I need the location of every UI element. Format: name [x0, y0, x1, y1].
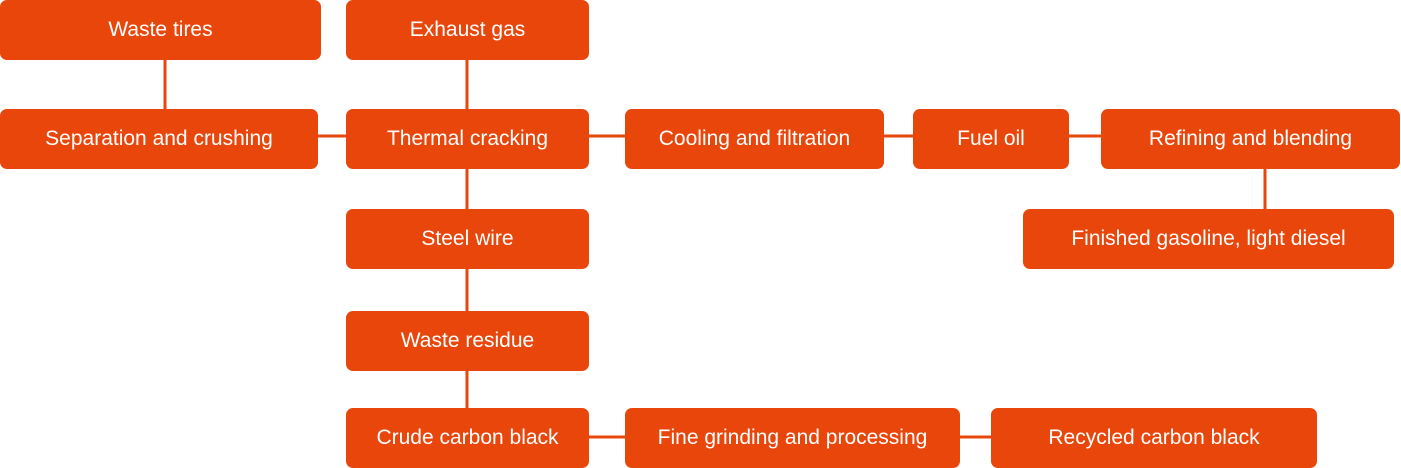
node-cooling-and-filtration: Cooling and filtration — [625, 109, 884, 169]
node-recycled-carbon-black: Recycled carbon black — [991, 408, 1317, 468]
node-fuel-oil: Fuel oil — [913, 109, 1069, 169]
node-finished-gasoline-light-diesel: Finished gasoline, light diesel — [1023, 209, 1394, 269]
node-crude-carbon-black: Crude carbon black — [346, 408, 589, 468]
node-waste-tires: Waste tires — [0, 0, 321, 60]
node-refining-and-blending: Refining and blending — [1101, 109, 1400, 169]
node-fine-grinding-and-processing: Fine grinding and processing — [625, 408, 960, 468]
node-separation-and-crushing: Separation and crushing — [0, 109, 318, 169]
node-waste-residue: Waste residue — [346, 311, 589, 371]
node-steel-wire: Steel wire — [346, 209, 589, 269]
node-exhaust-gas: Exhaust gas — [346, 0, 589, 60]
node-thermal-cracking: Thermal cracking — [346, 109, 589, 169]
